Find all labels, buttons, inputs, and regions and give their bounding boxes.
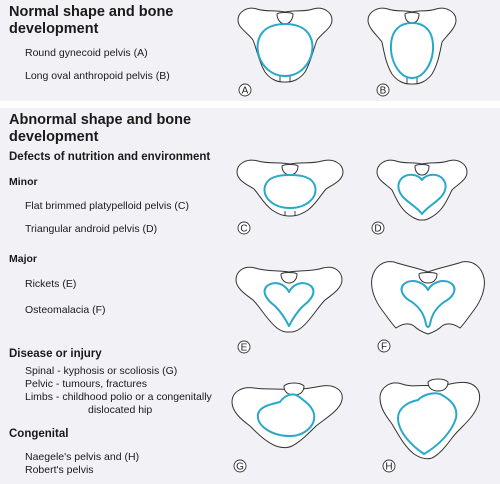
figure-label-ring — [371, 221, 385, 235]
figure-label-ring — [376, 83, 390, 97]
item-spinal: Spinal - kyphosis or scoliosis (G) — [25, 365, 178, 377]
item-osteomalacia: Osteomalacia (F) — [25, 304, 106, 316]
pelvis-figure-f: F — [371, 261, 485, 353]
item-limbs: Limbs - childhood polio or a congenitall… — [25, 391, 212, 403]
item-platypelloid: Flat brimmed platypelloid pelvis (C) — [25, 200, 189, 212]
item-rickets: Rickets (E) — [25, 278, 77, 290]
item-pelvic: Pelvic - tumours, fractures — [25, 378, 147, 390]
nutrition-heading: Defects of nutrition and environment — [9, 151, 211, 163]
item-naegele: Naegele's pelvis and (H) — [25, 451, 140, 463]
item-limbs-cont: dislocated hip — [88, 404, 153, 416]
figure-label-ring — [377, 339, 391, 353]
minor-heading: Minor — [9, 176, 38, 188]
item-anthropoid: Long oval anthropoid pelvis (B) — [25, 70, 170, 82]
figure-label-ring — [237, 340, 251, 354]
disease-heading: Disease or injury — [9, 348, 102, 360]
figure-label-ring — [237, 221, 251, 235]
figure-label-ring — [238, 83, 252, 97]
major-heading: Major — [9, 253, 38, 265]
abnormal-heading-line1: Abnormal shape and bone — [9, 112, 192, 128]
normal-heading-line2: development — [9, 21, 99, 37]
figure-label: F — [381, 342, 387, 353]
pelvis-figure-b: B — [367, 7, 457, 97]
figure-label: A — [242, 86, 249, 97]
pelvis-figure-d: D — [371, 159, 468, 235]
pelvis-figure-e: E — [235, 266, 343, 354]
figure-label: C — [240, 224, 247, 235]
figure-label: B — [380, 86, 387, 97]
figure-label-ring — [382, 459, 396, 473]
normal-heading-line1: Normal shape and bone — [9, 4, 174, 20]
item-gynecoid: Round gynecoid pelvis (A) — [25, 47, 148, 59]
figure-label: G — [236, 462, 244, 473]
pelvis-figure-g: G — [231, 382, 343, 473]
pelvis-figure-h: H — [379, 378, 481, 473]
figure-label: D — [374, 224, 381, 235]
figure-label-ring — [233, 459, 247, 473]
abnormal-heading-line2: development — [9, 129, 99, 145]
item-android: Triangular android pelvis (D) — [25, 223, 158, 235]
pelvis-figure-a: A — [237, 7, 333, 97]
figure-label: E — [241, 343, 248, 354]
pelvis-figure-c: C — [236, 159, 344, 235]
figure-label: H — [385, 462, 392, 473]
item-roberts: Robert's pelvis — [25, 464, 94, 476]
congenital-heading: Congenital — [9, 428, 69, 440]
